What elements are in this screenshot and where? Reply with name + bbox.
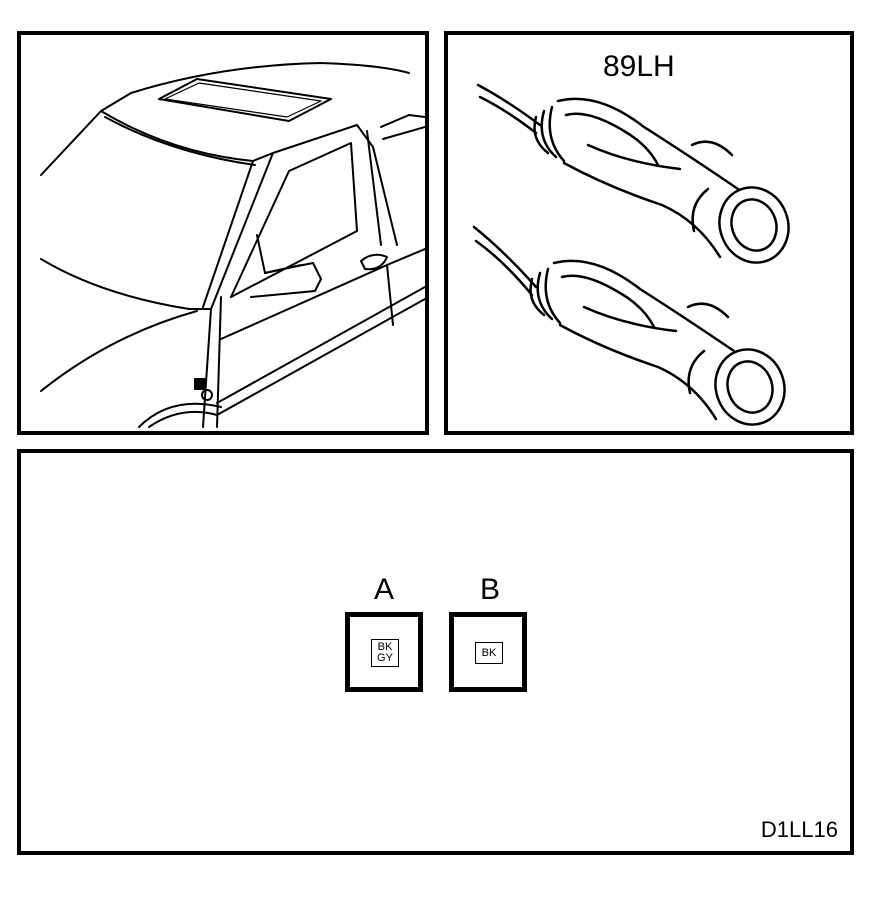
connector-b-label: B <box>479 573 500 606</box>
connector-a-terminal: BK GY <box>371 639 399 667</box>
connector-illustration-panel: 89LH <box>444 31 854 435</box>
connector-b-face: BK <box>449 612 527 692</box>
connector-drawing <box>472 83 790 426</box>
connector-b-terminal: BK <box>475 642 503 664</box>
figure-id: D1LL16 <box>760 817 838 842</box>
connector-a-drawing <box>476 83 790 264</box>
connector-a-label: A <box>373 573 394 606</box>
connector-a-face: BK GY <box>345 612 423 692</box>
connector-b-drawing <box>472 225 786 426</box>
wire-color-bk: BK <box>481 646 497 659</box>
wire-color-gy: GY <box>377 652 393 664</box>
connector-title: 89LH <box>603 50 675 83</box>
wire-color-bk: BK <box>377 641 393 653</box>
pinout-panel: A B BK GY BK D1LL16 <box>17 449 854 855</box>
vehicle-drawing <box>40 62 425 428</box>
vehicle-location-panel <box>17 31 429 435</box>
